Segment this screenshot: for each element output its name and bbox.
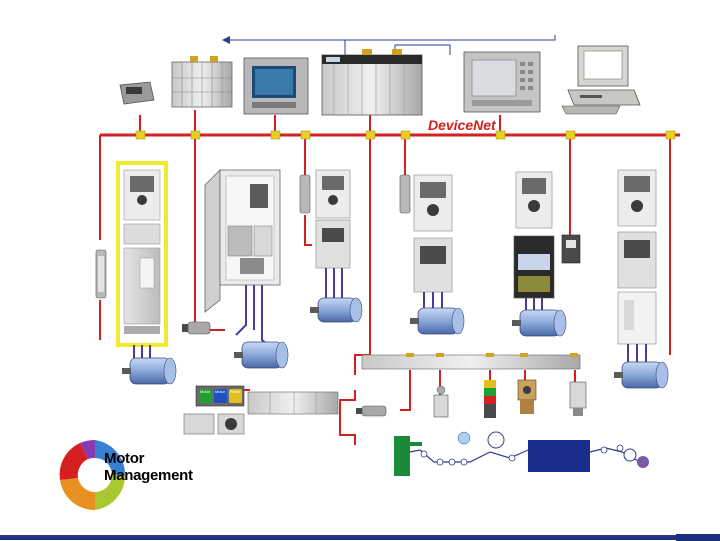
- photo-sensor: [517, 379, 537, 414]
- motor-2: [234, 341, 289, 369]
- enclosed-starter-panel: [204, 169, 281, 346]
- process-conveyor: [394, 431, 649, 476]
- starter-column-3: [513, 171, 581, 312]
- io-module-rack: [171, 56, 233, 108]
- motor-4: [410, 307, 465, 335]
- limit-switch: [433, 385, 449, 418]
- pushbutton-label-2: Motor: [215, 389, 226, 394]
- motor-3: [310, 297, 363, 323]
- controllogix-chassis: [321, 49, 423, 116]
- motor-management-logo: [59, 439, 126, 511]
- footer-bar: [0, 535, 720, 540]
- proximity-sensor-left: [182, 321, 211, 335]
- panelview-terminal: [463, 51, 541, 113]
- logo-text: Motor Management: [104, 450, 193, 484]
- motor-1: [122, 345, 177, 385]
- motor-5: [512, 309, 567, 337]
- distribution-block-left: [95, 249, 107, 299]
- operator-display: [119, 81, 155, 105]
- pressure-sensor: [569, 381, 587, 416]
- pushbutton-station: Motor Motor Reset: [183, 385, 245, 435]
- devicenet-label: DeviceNet: [428, 117, 497, 133]
- pushbutton-label-1: Motor: [200, 389, 211, 394]
- devicenet-taps: [135, 130, 676, 140]
- hmi-terminal: [243, 57, 309, 115]
- starter-column-1: [299, 169, 351, 300]
- starter-column-4: [617, 169, 657, 362]
- starter-column-2: [399, 174, 453, 310]
- proximity-sensor-right: [356, 405, 387, 417]
- personal-computer: [561, 45, 641, 115]
- logo-line-1: Motor: [104, 450, 145, 467]
- footer-bar-tab: [676, 533, 720, 541]
- stack-light: [484, 380, 496, 418]
- sensor-io-rail: [361, 353, 581, 370]
- motor-6: [614, 361, 669, 389]
- pushbutton-label-3: Reset: [230, 389, 241, 394]
- logo-line-2: Management: [104, 467, 193, 484]
- safety-relay-modules: [247, 391, 339, 415]
- highlighted-drive-unit: [116, 161, 168, 347]
